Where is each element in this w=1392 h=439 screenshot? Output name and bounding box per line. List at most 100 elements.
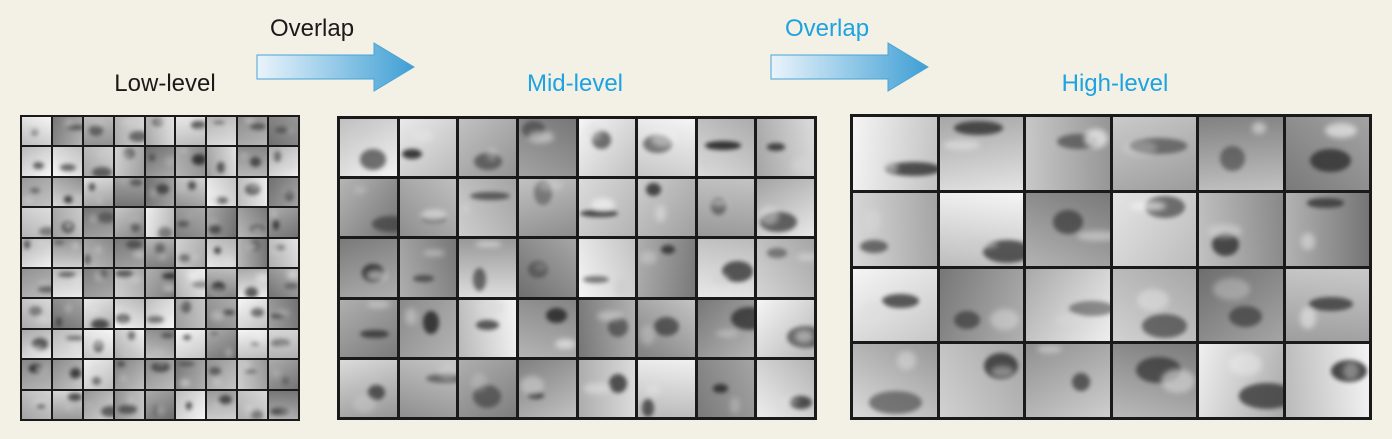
feature-patch (1199, 192, 1283, 266)
feature-patch (238, 360, 268, 389)
patch-highlight (1324, 123, 1357, 139)
right-arrow-icon (770, 42, 929, 92)
patch-shade (89, 182, 96, 192)
patch-highlight (790, 158, 814, 174)
patch-highlight (1036, 345, 1062, 354)
feature-patch (22, 147, 51, 176)
feature-patch (1285, 192, 1369, 266)
feature-patch (399, 359, 457, 417)
patch-highlight (93, 364, 98, 370)
feature-patch (939, 192, 1023, 266)
patch-highlight (366, 300, 391, 308)
feature-patch (83, 238, 113, 267)
feature-patch (939, 117, 1023, 190)
patch-highlight (796, 253, 814, 262)
patch-shade (953, 311, 980, 330)
patch-shade (766, 248, 788, 259)
feature-patch (52, 329, 82, 359)
patch-shade (209, 331, 218, 336)
feature-patch (1026, 192, 1110, 266)
patch-highlight (118, 375, 128, 383)
patch-highlight (154, 406, 165, 416)
feature-patch (83, 208, 113, 237)
patch-highlight (87, 308, 100, 313)
patch-shade (607, 316, 629, 337)
patch-highlight (897, 351, 916, 370)
patch-highlight (275, 309, 290, 316)
feature-patch (638, 359, 695, 417)
patch-highlight (211, 311, 224, 321)
patch-highlight (460, 203, 471, 215)
low-level-label-line1: Low-level (114, 70, 216, 97)
overlap-label-2: Overlap (785, 15, 870, 42)
patch-highlight (178, 300, 186, 304)
patch-highlight (161, 310, 175, 314)
patch-shade (250, 307, 264, 317)
feature-patch (238, 177, 268, 207)
patch-shade (722, 260, 754, 282)
feature-patch (638, 179, 695, 237)
patch-shade (250, 410, 263, 419)
patch-shade (546, 307, 567, 324)
patch-highlight (422, 249, 446, 257)
patch-highlight (1300, 306, 1316, 329)
feature-patch (757, 359, 814, 417)
patch-shade (885, 161, 937, 176)
feature-patch (145, 117, 175, 146)
feature-patch (1112, 344, 1196, 417)
patch-highlight (208, 219, 218, 223)
patch-shade (192, 153, 206, 165)
patch-highlight (65, 221, 73, 230)
feature-patch (83, 117, 113, 146)
feature-patch (207, 208, 237, 237)
patch-highlight (97, 152, 109, 157)
patch-highlight (122, 349, 133, 358)
patch-highlight (152, 348, 165, 355)
feature-patch (578, 179, 636, 237)
patch-shade (882, 293, 919, 308)
patch-highlight (615, 279, 629, 297)
feature-patch (207, 117, 237, 146)
patch-highlight (883, 161, 898, 174)
feature-patch (697, 359, 755, 417)
patch-highlight (471, 372, 488, 392)
patch-shade (283, 282, 298, 289)
patch-shade (592, 131, 611, 150)
feature-patch (518, 299, 576, 357)
patch-shade (117, 361, 126, 368)
patch-shade (215, 197, 229, 204)
patch-highlight (730, 396, 741, 415)
feature-patch (269, 268, 298, 298)
patch-highlight (240, 153, 248, 157)
feature-patch (83, 177, 113, 207)
feature-patch (114, 390, 144, 419)
feature-patch (176, 329, 206, 359)
patch-highlight (158, 252, 166, 260)
patch-highlight (71, 159, 80, 166)
patch-shade (527, 260, 549, 278)
feature-patch (939, 344, 1023, 417)
patch-highlight (85, 402, 92, 409)
patch-highlight (97, 196, 103, 205)
patch-highlight (22, 196, 34, 203)
feature-patch (83, 329, 113, 359)
patch-shade (212, 281, 225, 294)
feature-patch (518, 239, 576, 297)
patch-shade (208, 225, 222, 234)
patch-highlight (37, 155, 51, 163)
feature-patch (176, 360, 206, 389)
patch-highlight (1342, 362, 1359, 381)
patch-highlight (33, 239, 48, 244)
patch-shade (643, 135, 672, 154)
patch-shade (56, 317, 63, 328)
patch-shade (58, 271, 76, 277)
patch-shade (208, 366, 222, 375)
patch-highlight (1054, 314, 1084, 326)
patch-shade (90, 318, 109, 328)
patch-highlight (640, 250, 657, 264)
patch-highlight (176, 184, 186, 193)
mid-level-feature-grid (337, 116, 817, 420)
patch-shade (470, 191, 510, 200)
patch-shade (250, 122, 267, 130)
feature-patch (145, 238, 175, 267)
